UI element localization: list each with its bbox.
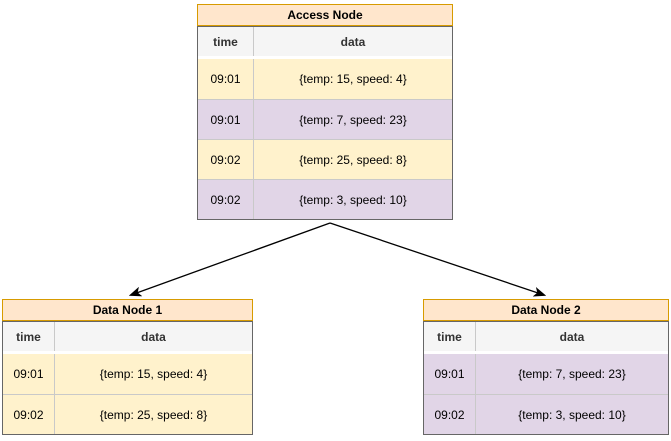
time-cell: 09:01 <box>3 354 55 394</box>
table-row: 09:02 {temp: 3, speed: 10} <box>424 394 668 434</box>
rows-container: 09:01 {temp: 7, speed: 23} 09:02 {temp: 3, … <box>424 354 668 434</box>
table-row: 09:01 {temp: 15, speed: 4} <box>3 354 252 394</box>
node-title: Access Node <box>197 4 453 26</box>
data-cell: {temp: 3, speed: 10} <box>518 407 626 422</box>
table-row: 09:01 {temp: 7, speed: 23} <box>198 99 452 139</box>
data-cell: {temp: 7, speed: 23} <box>299 112 407 127</box>
data-cell: {temp: 7, speed: 23} <box>518 367 626 381</box>
arrow-access-to-data1 <box>131 222 331 295</box>
rows-container: 09:01 {temp: 15, speed: 4} 09:01 {temp: 7, … <box>198 59 452 219</box>
time-cell: 09:02 <box>3 395 55 434</box>
arrow-access-to-data2 <box>329 222 544 295</box>
node-title: Data Node 2 <box>423 299 669 321</box>
table-row: 09:02 {temp: 25, speed: 8} <box>198 139 452 179</box>
rows-container: 09:01 {temp: 15, speed: 4} 09:02 {temp: 25,… <box>3 354 252 434</box>
data-cell: {temp: 25, speed: 8} <box>99 407 208 422</box>
time-cell: 09:01 <box>424 354 476 394</box>
time-cell: 09:01 <box>198 100 254 139</box>
time-cell: 09:01 <box>198 59 254 99</box>
time-cell: 09:02 <box>198 140 254 179</box>
node-body: time data 09:01 {temp: 7, speed: 23} 09:02… <box>423 321 669 435</box>
time-cell: 09:02 <box>424 395 476 434</box>
column-header-time: time <box>424 322 476 351</box>
table-node-access: Access Node time data 09:01 {temp: 15, sp… <box>197 4 453 220</box>
column-header-time: time <box>3 322 55 351</box>
table-row: 09:01 {temp: 7, speed: 23} <box>424 354 668 394</box>
node-title: Data Node 1 <box>2 299 253 321</box>
table-node-data2: Data Node 2 time data 09:01 {temp: 7, spe… <box>423 299 669 435</box>
column-header-time: time <box>198 27 254 56</box>
data-cell: {temp: 25, speed: 8} <box>299 152 407 167</box>
table-node-data1: Data Node 1 time data 09:01 {temp: 15, sp… <box>2 299 253 435</box>
table-row: 09:01 {temp: 15, speed: 4} <box>198 59 452 99</box>
node-body: time data 09:01{temp: 15, speed: 4}09:01… <box>197 26 453 220</box>
data-cell: {temp: 15, speed: 4} <box>99 367 208 381</box>
column-header-row: time data <box>424 322 668 354</box>
column-header-data: data <box>141 329 166 344</box>
data-cell: {temp: 3, speed: 10} <box>299 192 407 207</box>
column-header-row: time data <box>198 27 452 59</box>
data-cell: {temp: 15, speed: 4} <box>299 72 407 86</box>
table-row: 09:02 {temp: 3, speed: 10} <box>198 179 452 219</box>
time-cell: 09:02 <box>198 180 254 219</box>
column-header-data: data <box>559 329 585 344</box>
column-header-row: time data <box>3 322 252 354</box>
table-row: 09:02 {temp: 25, speed: 8} <box>3 394 252 434</box>
node-body: time data 09:01 {temp: 15, speed: 4} 09:02… <box>2 321 253 435</box>
column-header-data: data <box>340 34 366 49</box>
